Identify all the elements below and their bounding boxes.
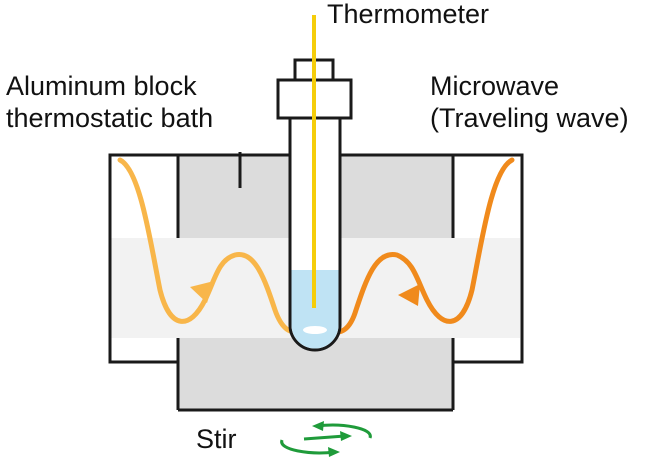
bath-label-line1: Aluminum block [6, 71, 197, 101]
microwave-label-line2: (Traveling wave) [430, 103, 629, 133]
wave-right-arrowhead [398, 284, 420, 306]
microwave-label-line1: Microwave [430, 71, 560, 101]
thermometer-label: Thermometer [327, 0, 490, 29]
wave-left-arrowhead [190, 281, 214, 303]
microwave-wave-right [329, 157, 515, 335]
bath-label-line2: thermostatic bath [6, 103, 214, 133]
stir-bar [303, 326, 327, 334]
stir-arrows-icon [280, 421, 372, 457]
test-tube-liquid [291, 270, 339, 349]
stir-label: Stir [196, 424, 237, 454]
